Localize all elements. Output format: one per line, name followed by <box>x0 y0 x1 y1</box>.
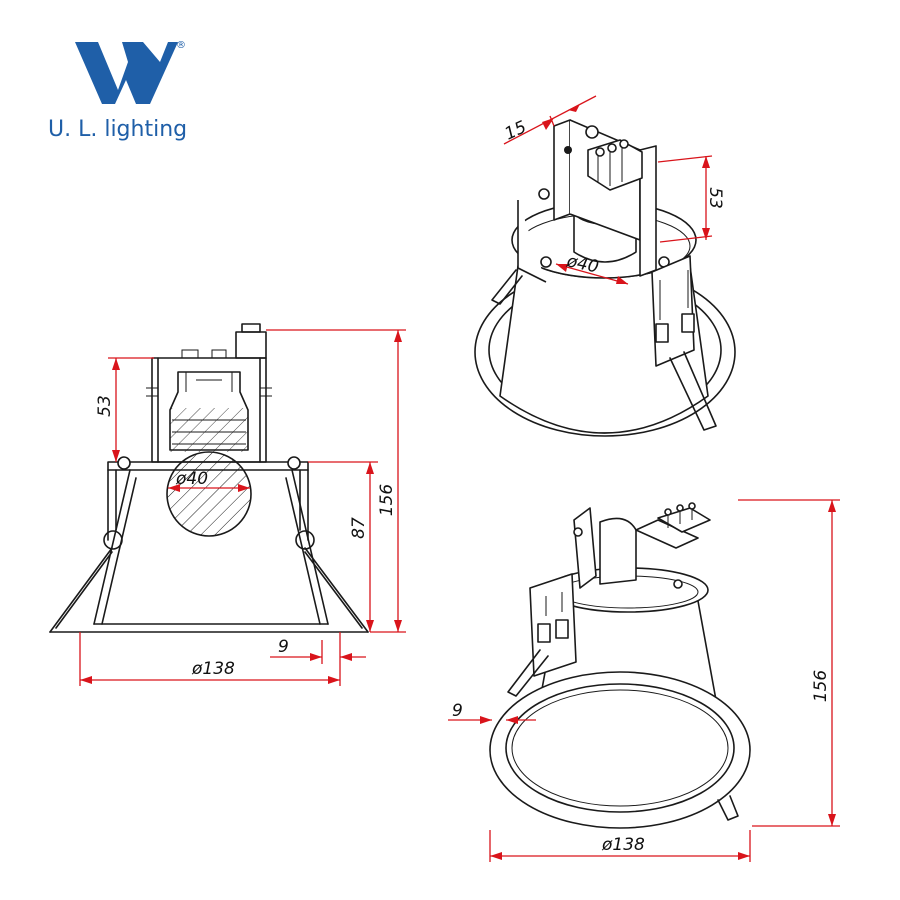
front-dim-rim: 9 <box>278 637 289 657</box>
front-dimensions: 156 87 53 ø40 ø138 9 <box>79 329 406 686</box>
bottom-iso-view <box>489 502 751 829</box>
registered-mark: ® <box>176 40 186 51</box>
front-dim-diameter-lamp: ø40 <box>175 469 208 489</box>
front-dim-height-body: 87 <box>349 517 369 539</box>
top-dim-bracket-width: 15 <box>502 117 530 144</box>
top-dim-height-driver: 53 <box>705 187 725 209</box>
bottom-dim-height-total: 156 <box>811 670 831 703</box>
top-iso-view <box>474 119 736 437</box>
front-view <box>49 323 369 633</box>
bottom-dim-diameter-body: ø138 <box>601 835 645 855</box>
front-dim-height-total: 156 <box>377 484 397 517</box>
brand-logo: ® U. L. lighting <box>48 40 187 142</box>
bottom-dim-rim: 9 <box>452 701 463 721</box>
bottom-iso-dimensions: 156 ø138 9 <box>448 499 840 862</box>
logo-w-mark <box>75 42 178 104</box>
brand-name: U. L. lighting <box>48 117 187 142</box>
front-dim-diameter-body: ø138 <box>191 659 235 679</box>
front-dim-height-driver: 53 <box>95 395 115 417</box>
